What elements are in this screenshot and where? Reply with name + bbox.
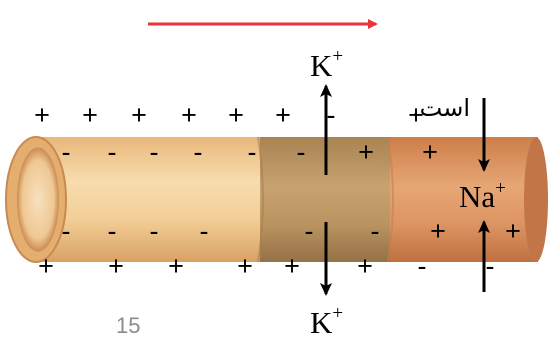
axon-end-cap — [524, 137, 548, 262]
inner-top-charge: - — [108, 137, 117, 167]
na-influx: Na+ — [459, 98, 506, 292]
outer-bottom-charge: + — [38, 251, 54, 281]
axon-active-segment — [258, 137, 390, 262]
axon-incoming-segment — [388, 137, 538, 262]
inner-top-charge: + — [422, 137, 438, 167]
axon-opening — [17, 147, 59, 252]
inner-bottom-charge: - — [200, 216, 209, 246]
persian-text-fragment: است. — [412, 94, 470, 122]
segment-boundary — [257, 136, 264, 263]
page-number: 15 — [116, 313, 140, 338]
axon-tube — [5, 136, 548, 263]
inner-top-charge: - — [297, 137, 306, 167]
outer-bottom-charge: + — [168, 251, 184, 281]
inner-top-charge: - — [62, 137, 71, 167]
k-efflux-bottom: K+ — [310, 222, 343, 340]
outer-top-charge: - — [327, 100, 336, 130]
inner-bottom-charge: - — [150, 216, 159, 246]
outer-bottom-charge: + — [108, 251, 124, 281]
outer-top-charge: + — [131, 100, 147, 130]
inner-bottom-charge: - — [371, 216, 380, 246]
inner-bottom-charge: + — [430, 216, 446, 246]
outer-bottom-charge: - — [486, 251, 495, 281]
k-efflux-top: K+ — [310, 46, 343, 175]
outer-top-charge: + — [275, 100, 291, 130]
k-top-label: K+ — [310, 46, 343, 83]
inner-bottom-charge: - — [305, 216, 314, 246]
inner-bottom-charge: + — [505, 216, 521, 246]
inner-bottom-charge: - — [108, 216, 117, 246]
outer-top-charge: + — [228, 100, 244, 130]
inner-top-charge: - — [248, 137, 257, 167]
outer-top-charge: + — [408, 100, 424, 130]
inner-top-charge: - — [194, 137, 203, 167]
segment-boundary-2 — [387, 136, 394, 263]
inner-bottom-charge: - — [62, 216, 71, 246]
outer-bottom-charge: + — [237, 251, 253, 281]
inner-top-charge: + — [358, 137, 374, 167]
outer-bottom-charge: - — [418, 251, 427, 281]
inner-top-charge: - — [150, 137, 159, 167]
membrane-charges: ++++++-+------++------++++++++-- — [34, 100, 521, 281]
axon-resting-segment — [36, 137, 260, 262]
outer-bottom-charge: + — [284, 251, 300, 281]
outer-bottom-charge: + — [357, 251, 373, 281]
k-bottom-label: K+ — [310, 303, 343, 340]
na-label: Na+ — [459, 178, 506, 214]
outer-top-charge: + — [34, 100, 50, 130]
outer-top-charge: + — [82, 100, 98, 130]
outer-top-charge: + — [181, 100, 197, 130]
